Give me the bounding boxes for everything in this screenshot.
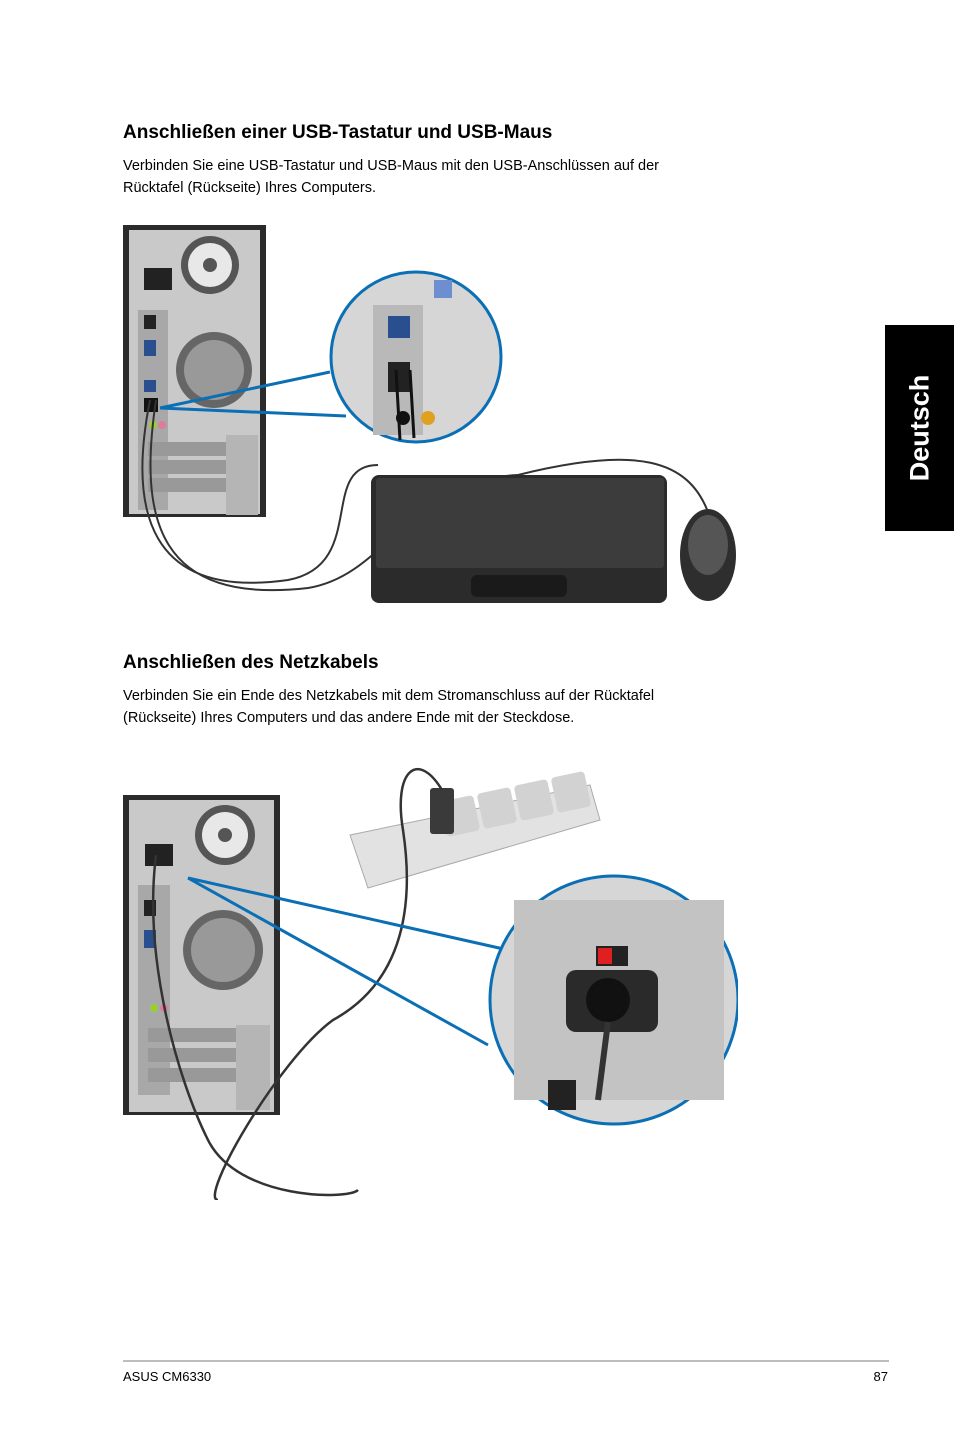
- section-heading-power: Anschließen des Netzkabels: [123, 652, 379, 673]
- computer-rear-panel: [123, 795, 280, 1115]
- zoom-callout: [159, 270, 503, 444]
- usb-connection-illustration: [123, 225, 736, 603]
- section-heading-usb: Anschließen einer USB-Tastatur und USB-M…: [123, 122, 553, 143]
- power-strip: [349, 771, 601, 889]
- language-tab: Deutsch: [885, 325, 954, 531]
- zoom-callout: [187, 874, 738, 1126]
- usb-mouse: [680, 509, 736, 601]
- language-tab-label: Deutsch: [904, 374, 934, 482]
- footer-rule: [123, 1360, 889, 1362]
- section-text-usb: Verbinden Sie eine USB-Tastatur und USB-…: [123, 158, 659, 196]
- computer-rear-panel: [123, 225, 266, 517]
- usb-keyboard: [371, 475, 667, 603]
- power-connection-illustration: [123, 768, 738, 1200]
- power-cable: [152, 768, 444, 1200]
- page-number: 87: [873, 1369, 888, 1384]
- section-text-power: Verbinden Sie ein Ende des Netzkabels mi…: [123, 688, 655, 726]
- footer-product-name: ASUS CM6330: [123, 1369, 212, 1384]
